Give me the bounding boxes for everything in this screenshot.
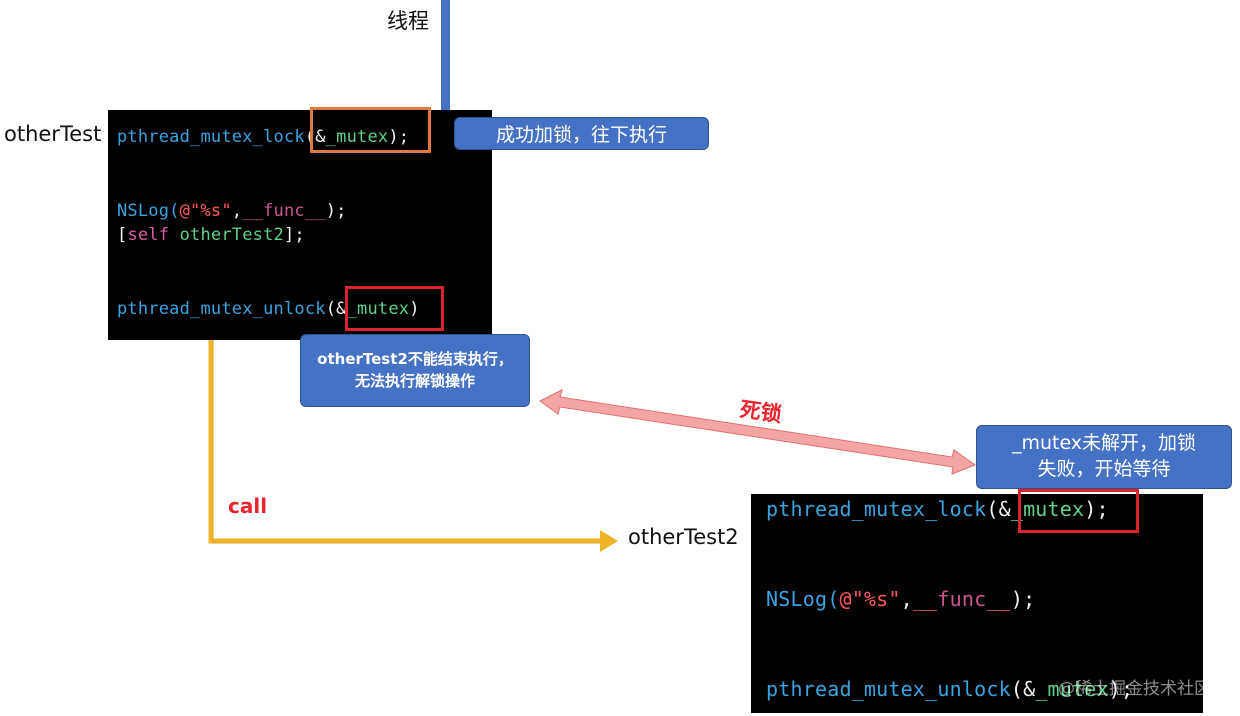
deadlock-arrow <box>539 389 977 475</box>
code-token: [ <box>117 225 128 245</box>
code-line-nslog: NSLog(@"%s",__func__); <box>117 201 347 221</box>
code-token: __func__ <box>912 587 1011 611</box>
code-token: otherTest2 <box>179 225 284 245</box>
code-token: pthread_mutex_unlock <box>766 677 1011 701</box>
watermark-text: @稀土掘金技术社区 <box>1058 679 1211 699</box>
code-token: (& <box>986 497 1011 521</box>
call-label: call <box>228 494 268 518</box>
wait-line-2: 失败，开始等待 <box>1037 458 1171 480</box>
code-token: ]; <box>283 225 305 245</box>
code-token: _mutex <box>1035 677 1109 701</box>
code-token: ); <box>1084 497 1109 521</box>
code-token: __func__ <box>242 201 326 221</box>
lock-mutex-highlight <box>310 107 431 153</box>
wait-line-1: _mutex未解开，加锁 <box>1011 432 1197 455</box>
code-token: _mutex <box>1010 497 1085 521</box>
deadlock-label: 死锁 <box>738 397 784 427</box>
other-test2-label: otherTest2 <box>628 525 739 549</box>
cannot-finish-line-1: otherTest2不能结束执行， <box>317 349 513 368</box>
wait-callout: _mutex未解开，加锁 失败，开始等待 <box>976 425 1232 489</box>
code-token: ) <box>409 299 420 319</box>
code-token: @"%s" <box>839 587 901 611</box>
code-token: @"%s" <box>179 201 232 221</box>
code-line-lock: pthread_mutex_lock(&_mutex); <box>117 127 409 147</box>
call-arrow <box>208 250 618 552</box>
code-token: ); <box>388 127 410 147</box>
code-token: (& <box>1010 677 1036 701</box>
cannot-finish-callout: otherTest2不能结束执行， 无法执行解锁操作 <box>300 334 530 407</box>
code-token: NSLog( <box>117 201 180 221</box>
code-line-call-other-test2: [self otherTest2]; <box>117 225 305 245</box>
code-token <box>169 225 179 245</box>
code-token: ); <box>325 201 347 221</box>
code-token: pthread_mutex_unlock <box>117 299 326 319</box>
code-line-nslog: NSLog(@"%s",__func__); <box>766 587 1035 611</box>
lock-success-text: 成功加锁，往下执行 <box>495 124 667 146</box>
thread-label: 线程 <box>387 9 429 33</box>
lock-success-callout: 成功加锁，往下执行 <box>454 117 709 150</box>
code-token: self <box>127 225 170 245</box>
code-token: (& <box>304 127 326 147</box>
code-token: ); <box>1010 587 1036 611</box>
waiting-lock-highlight <box>1018 489 1139 533</box>
code-line-unlock: pthread_mutex_unlock(&_mutex); <box>766 677 1133 701</box>
code-token: _mutex <box>325 127 389 147</box>
code-line-lock: pthread_mutex_lock(&_mutex); <box>766 497 1109 521</box>
unlock-mutex-highlight <box>345 286 444 331</box>
code-token: , <box>900 587 913 611</box>
code-token: (& <box>325 299 347 319</box>
other-test-label: otherTest <box>4 122 102 146</box>
code-line-unlock: pthread_mutex_unlock(&_mutex) <box>117 299 420 319</box>
code-token: _mutex <box>346 299 410 319</box>
code-token: pthread_mutex_lock <box>766 497 987 521</box>
code-token: pthread_mutex_lock <box>117 127 305 147</box>
code-token: NSLog( <box>766 587 840 611</box>
code-token: ); <box>1108 677 1134 701</box>
code-token: , <box>231 201 243 221</box>
cannot-finish-line-2: 无法执行解锁操作 <box>354 371 475 390</box>
